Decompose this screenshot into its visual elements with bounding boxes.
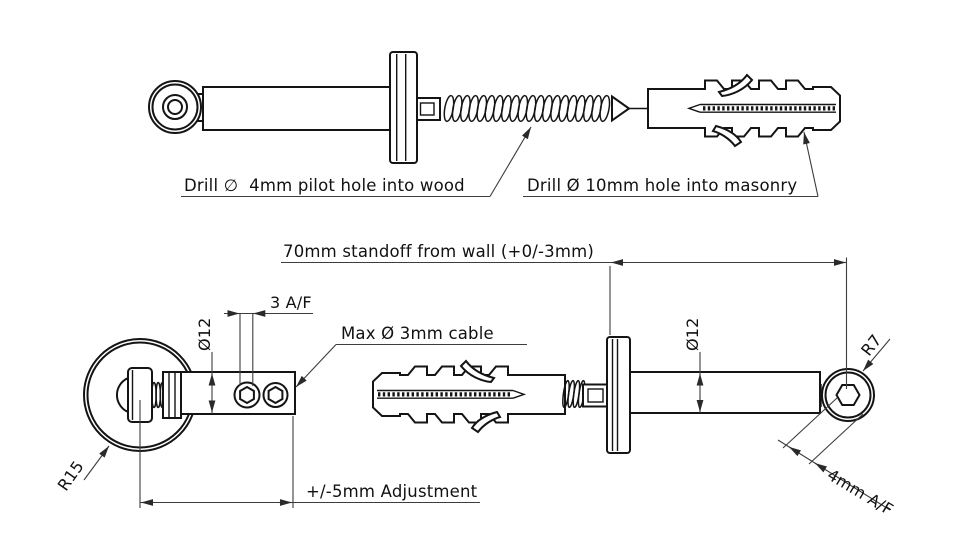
button bbox=[127, 367, 153, 423]
installed-assembly-drawing bbox=[372, 336, 875, 454]
label-dia12-right: Ø12 bbox=[683, 317, 702, 351]
wall-plug bbox=[647, 73, 841, 148]
wall-plug-mirrored bbox=[372, 359, 566, 434]
eyelet-ring bbox=[148, 80, 202, 134]
label-pilot-hole-leader bbox=[181, 126, 532, 198]
label-r15: R15 bbox=[54, 457, 88, 494]
label-4af: 4mm A/F bbox=[824, 465, 897, 519]
dim-r15-leader bbox=[83, 445, 110, 481]
label-adjustment: +/-5mm Adjustment bbox=[306, 482, 478, 501]
label-dia12-left: Ø12 bbox=[195, 317, 214, 351]
dim-standoff bbox=[281, 257, 848, 389]
plug-wing-top bbox=[717, 73, 754, 98]
dim-3af bbox=[224, 310, 313, 386]
button-dome bbox=[115, 376, 129, 414]
standoff-body bbox=[202, 86, 391, 131]
square-boss-side bbox=[582, 383, 608, 408]
plug-slot bbox=[686, 103, 836, 113]
wall-plate-flange-side bbox=[606, 336, 631, 454]
label-r7: R7 bbox=[857, 331, 885, 360]
wood-screw-thread bbox=[443, 94, 611, 123]
annotations: Drill ∅ 4mm pilot hole into wood Drill Ø… bbox=[54, 176, 897, 519]
cable-hex-sockets bbox=[233, 381, 289, 409]
hex-socket bbox=[835, 384, 861, 406]
label-max-cable-leader bbox=[295, 343, 527, 388]
standoff-body-side bbox=[629, 371, 821, 414]
dim-adjustment bbox=[139, 400, 480, 508]
label-masonry-hole: Drill Ø 10mm hole into masonry bbox=[527, 176, 797, 195]
eyelet-knob bbox=[821, 368, 875, 422]
label-3af: 3 A/F bbox=[270, 293, 312, 312]
label-standoff: 70mm standoff from wall (+0/-3mm) bbox=[283, 242, 594, 261]
wall-plate-flange bbox=[389, 51, 418, 164]
label-masonry-hole-leader bbox=[523, 131, 819, 198]
square-boss bbox=[416, 97, 441, 121]
plug-wing-bottom bbox=[711, 124, 743, 148]
label-max-cable: Max Ø 3mm cable bbox=[341, 324, 494, 343]
label-pilot-hole: Drill ∅ 4mm pilot hole into wood bbox=[184, 176, 465, 195]
top-assembly-drawing bbox=[148, 51, 841, 164]
dim-r7-leader bbox=[862, 338, 891, 372]
dim-4af bbox=[777, 397, 891, 511]
lock-nut bbox=[162, 371, 182, 419]
end-view-drawing bbox=[83, 338, 296, 452]
dimensions bbox=[83, 126, 891, 511]
screw-tip bbox=[611, 94, 631, 123]
